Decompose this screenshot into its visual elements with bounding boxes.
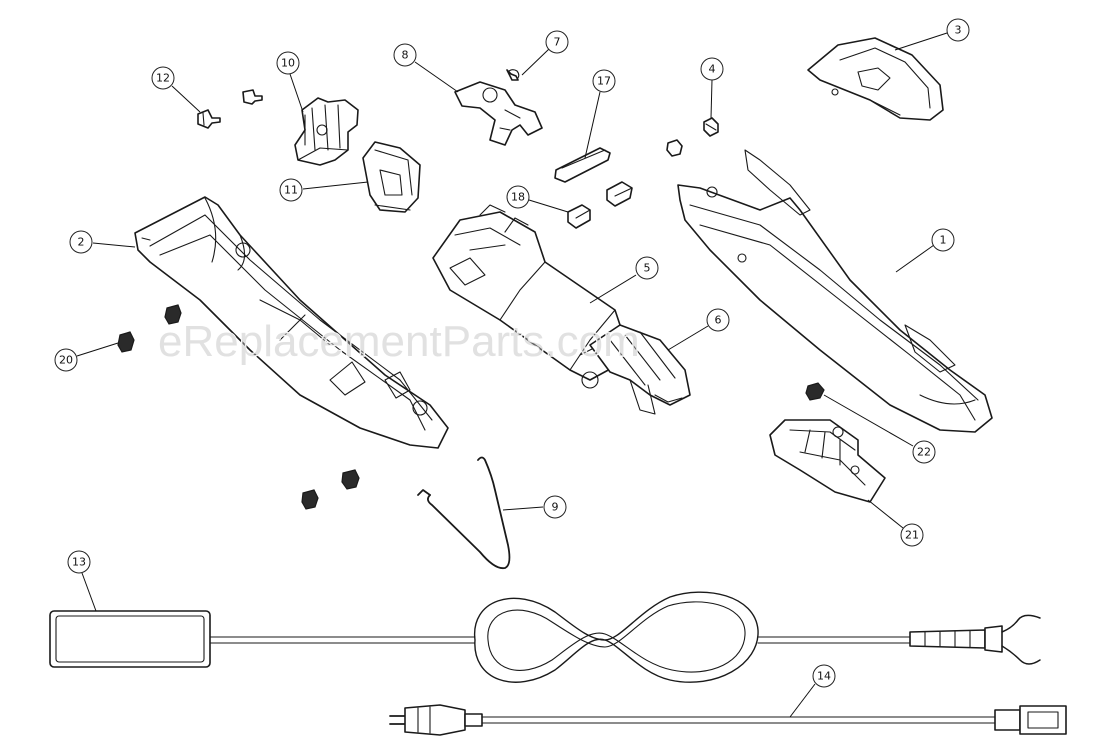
small-screw-mid xyxy=(666,139,683,157)
callout-number: 9 xyxy=(552,501,559,514)
callout-number: 11 xyxy=(284,184,298,197)
callout-11: 11 xyxy=(279,178,369,202)
callout-5: 5 xyxy=(589,256,659,304)
part-7-clip xyxy=(506,69,520,81)
callout-number: 14 xyxy=(817,670,831,683)
callout-number: 7 xyxy=(554,36,561,49)
callout-number: 8 xyxy=(402,49,409,62)
callout-6: 6 xyxy=(667,308,730,351)
callout-number: 10 xyxy=(281,57,295,70)
part-14-power-cord xyxy=(389,704,1067,736)
part-10-switch xyxy=(294,97,359,166)
part-8-lever xyxy=(454,81,543,146)
callout-1: 1 xyxy=(895,228,955,273)
callout-4: 4 xyxy=(700,57,724,119)
callout-number: 6 xyxy=(715,314,722,327)
part-9-spring-wire xyxy=(417,456,511,570)
callout-number: 20 xyxy=(59,354,73,367)
part-18-block-a xyxy=(567,204,591,229)
callout-22: 22 xyxy=(823,394,936,464)
callout-2: 2 xyxy=(69,230,136,254)
callout-13: 13 xyxy=(67,550,97,612)
small-screw-top xyxy=(242,89,263,105)
callout-20: 20 xyxy=(54,342,119,372)
callout-number: 18 xyxy=(511,191,525,204)
callout-14: 14 xyxy=(789,664,836,718)
callout-number: 2 xyxy=(78,236,85,249)
part-6-drive-assembly xyxy=(581,324,691,415)
part-20-screw-b xyxy=(164,304,182,325)
callout-9: 9 xyxy=(502,495,567,519)
part-12-screw xyxy=(197,109,221,129)
watermark-text: eReplacementParts.com xyxy=(158,317,640,366)
part-2-lower-housing xyxy=(134,196,449,449)
part-17-pad xyxy=(554,147,611,183)
part-18-block-b xyxy=(606,181,633,207)
callout-number: 1 xyxy=(940,234,947,247)
callout-number: 13 xyxy=(72,556,86,569)
part-20-screw-a xyxy=(117,331,135,353)
part-11-switch-cover xyxy=(362,141,421,213)
callout-number: 21 xyxy=(905,529,919,542)
part-21-base-plate xyxy=(769,419,886,503)
callout-number: 12 xyxy=(156,72,170,85)
callout-number: 3 xyxy=(955,24,962,37)
callout-12: 12 xyxy=(151,66,201,113)
callout-10: 10 xyxy=(276,51,304,113)
callout-number: 5 xyxy=(644,262,651,275)
part-13-power-adapter xyxy=(49,591,1041,683)
callout-3: 3 xyxy=(894,18,970,51)
callout-8: 8 xyxy=(393,43,459,93)
callout-number: 17 xyxy=(597,75,611,88)
screw-bottom-b xyxy=(341,469,360,490)
part-1-upper-housing xyxy=(677,149,993,433)
part-22-screw xyxy=(805,382,825,401)
part-3-blade-cover xyxy=(807,37,944,121)
callout-7: 7 xyxy=(521,30,569,76)
part-5-motor xyxy=(432,204,626,381)
part-4-screw xyxy=(703,117,719,137)
callout-17: 17 xyxy=(584,69,616,159)
screw-bottom-a xyxy=(301,489,319,510)
callout-21: 21 xyxy=(867,499,924,547)
callout-number: 4 xyxy=(709,63,716,76)
callout-number: 22 xyxy=(917,446,931,459)
callout-18: 18 xyxy=(506,185,569,213)
